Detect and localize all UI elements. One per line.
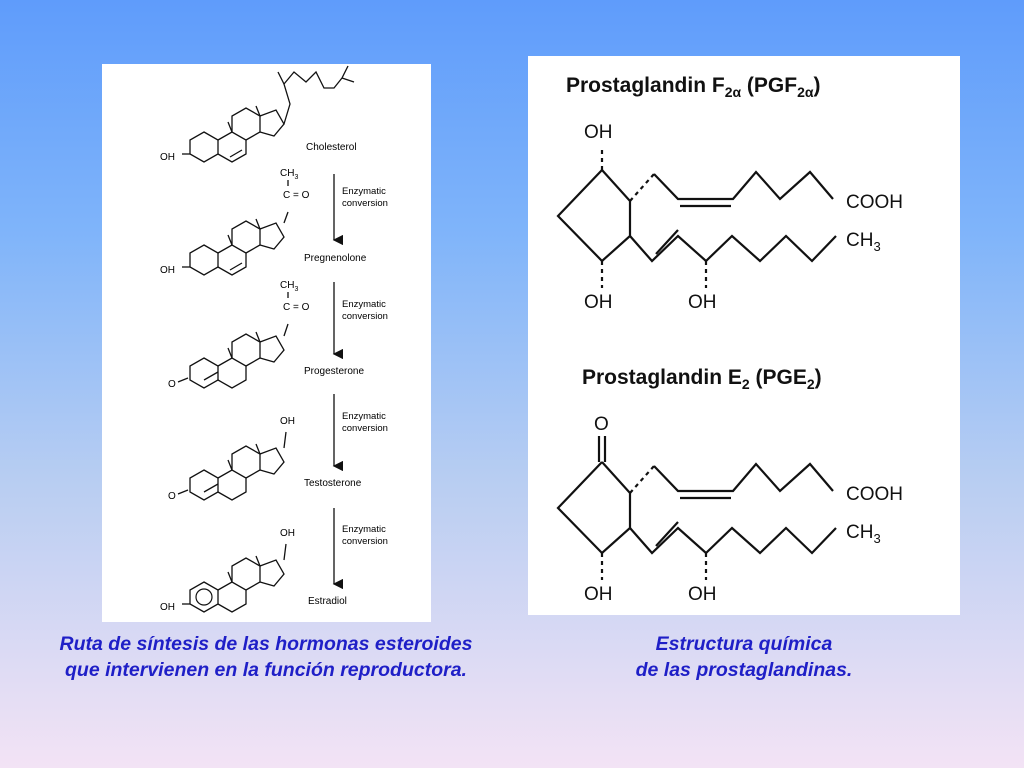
testosterone-structure: OH O Testosterone (168, 416, 362, 502)
pgf2a-title: Prostaglandin F2α (PGF2α) (566, 74, 821, 100)
pge2-oh-bottom-right: OH (688, 584, 717, 605)
svg-text:CH3: CH3 (280, 280, 298, 293)
estradiol-oh-label-17: OH (280, 528, 295, 539)
step-label-line1: Enzymatic (342, 524, 386, 535)
caption-line: Estructura química (655, 633, 833, 655)
step-label-line1: Enzymatic (342, 299, 386, 310)
estradiol-oh-label-3: OH (160, 602, 175, 613)
pge2-o: O (594, 414, 609, 435)
step-label-line2: conversion (342, 311, 388, 322)
pgf2a-oh-top: OH (584, 122, 613, 143)
step-label-line2: conversion (342, 423, 388, 434)
prostaglandin-figure: Prostaglandin F2α (PGF2α) OH OH OH COOH … (528, 56, 960, 615)
pgf2a-cooh: COOH (846, 192, 903, 213)
testosterone-label: Testosterone (304, 478, 362, 489)
steroid-pathway-figure: OH Cholesterol Enzymatic conversion CH3 … (102, 64, 431, 622)
pregnenolone-structure: CH3 C = O OH Pregnenolone (160, 168, 367, 276)
progesterone-structure: CH3 C = O O Progesterone (168, 280, 364, 390)
pgf2a-oh-bottom-right: OH (688, 292, 717, 313)
step-label-line1: Enzymatic (342, 186, 386, 197)
testosterone-o-label: O (168, 491, 176, 502)
prostaglandin-caption: Estructura química de las prostaglandina… (544, 631, 944, 683)
cholesterol-label: Cholesterol (306, 142, 357, 153)
step-label-line1: Enzymatic (342, 411, 386, 422)
pge2-structure (556, 436, 837, 580)
ketone-group-label: C = O (283, 302, 310, 313)
pregnenolone-label: Pregnenolone (304, 253, 367, 264)
svg-text:CH3: CH3 (280, 168, 298, 181)
pgf2a-oh-bottom-left: OH (584, 292, 613, 313)
estradiol-label: Estradiol (308, 596, 347, 607)
prostaglandin-diagram: Prostaglandin F2α (PGF2α) OH OH OH COOH … (556, 74, 903, 605)
pge2-ch3: CH3 (846, 522, 881, 546)
step-label-line2: conversion (342, 198, 388, 209)
progesterone-o-label: O (168, 379, 176, 390)
cholesterol-structure: OH Cholesterol (160, 65, 357, 163)
ketone-group-label: C = O (283, 190, 310, 201)
pge2-title: Prostaglandin E2 (PGE2) (582, 366, 822, 392)
pregnenolone-oh-label: OH (160, 265, 175, 276)
caption-line: Ruta de síntesis de las hormonas esteroi… (59, 633, 473, 655)
step-label-line2: conversion (342, 536, 388, 547)
pgf2a-ch3: CH3 (846, 230, 881, 254)
pgf2a-structure (556, 146, 837, 288)
estradiol-structure: OH OH Estradiol (160, 528, 347, 613)
progesterone-label: Progesterone (304, 366, 364, 377)
pge2-oh-bottom-left: OH (584, 584, 613, 605)
caption-line: de las prostaglandinas. (635, 659, 853, 681)
caption-line: que intervienen en la función reproducto… (65, 659, 467, 681)
pge2-cooh: COOH (846, 484, 903, 505)
steroid-pathway-caption: Ruta de síntesis de las hormonas esteroi… (16, 631, 516, 683)
steroid-pathway-diagram: OH Cholesterol Enzymatic conversion CH3 … (160, 65, 388, 613)
cholesterol-oh-label: OH (160, 152, 175, 163)
testosterone-oh-label: OH (280, 416, 295, 427)
